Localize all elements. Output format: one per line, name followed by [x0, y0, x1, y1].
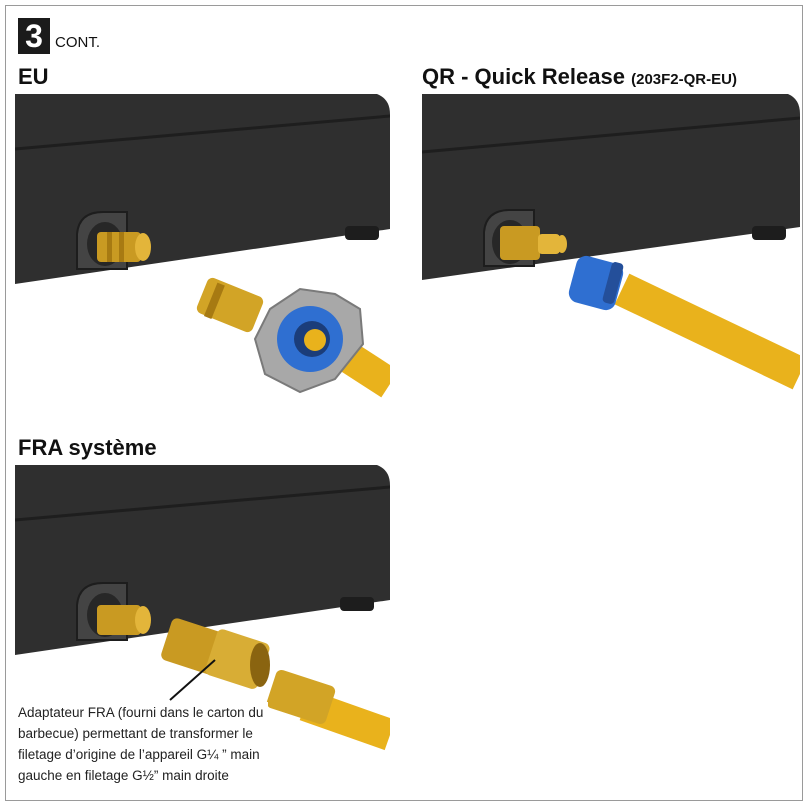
fra-title: FRA système [18, 435, 157, 460]
fra-heading: FRA système [18, 435, 157, 461]
appliance-foot-shape [752, 226, 786, 240]
callout-line [169, 659, 216, 701]
eu-heading: EU [18, 64, 49, 90]
hand-wheel-icon [253, 287, 365, 394]
qr-heading: QR - Quick Release (203F2-QR-EU) [422, 64, 737, 90]
qr-part-number: (203F2-QR-EU) [631, 71, 737, 88]
step-number-badge: 3 [18, 18, 50, 54]
gas-hose-icon [568, 255, 800, 390]
fra-illustration [15, 465, 390, 765]
qr-illustration [422, 94, 800, 394]
eu-illustration [15, 94, 390, 414]
quick-release-coupler-icon [483, 209, 567, 267]
fra-adapter-note: Adaptateur FRA (fourni dans le carton du… [18, 702, 268, 786]
brass-fitting-icon [76, 582, 151, 641]
eu-title: EU [18, 64, 49, 89]
qr-title: QR - Quick Release [422, 64, 625, 89]
appliance-body-shape [15, 94, 390, 284]
appliance-foot-shape [345, 226, 379, 240]
brass-fitting-icon [76, 211, 151, 270]
appliance-foot-shape [340, 597, 374, 611]
adapter-icon [161, 618, 270, 689]
step-continued-label: CONT. [55, 34, 100, 51]
page-frame [5, 5, 803, 801]
gas-hose-icon [266, 669, 390, 751]
